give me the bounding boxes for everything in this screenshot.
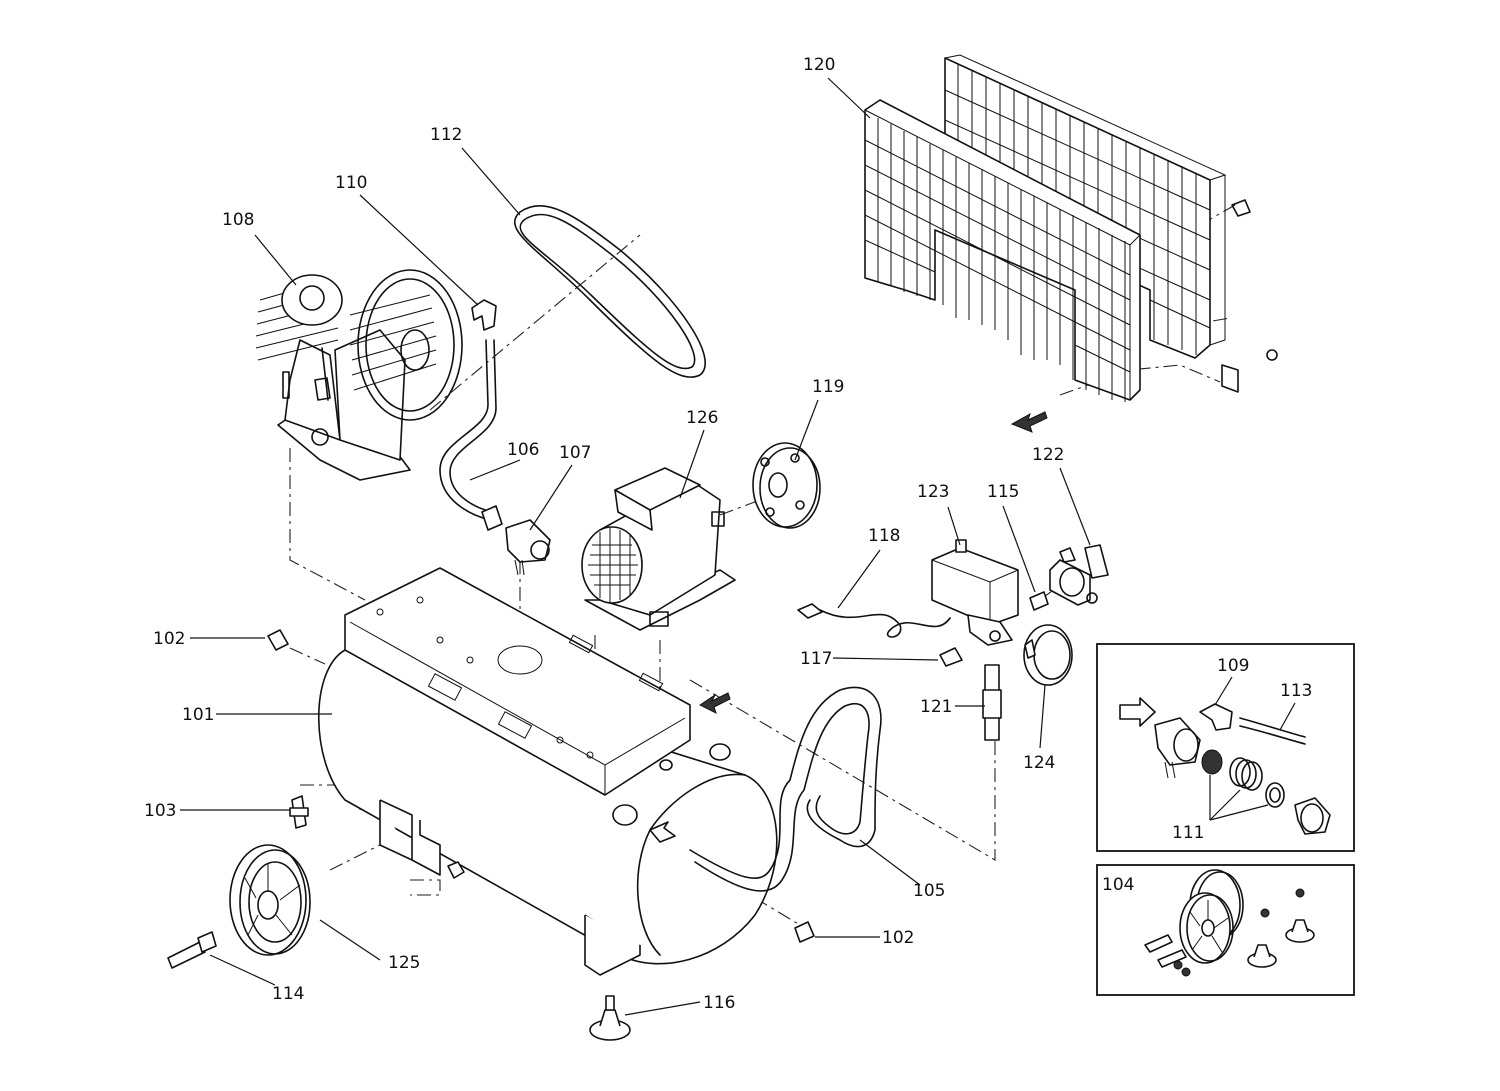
callout-106: 106 — [507, 440, 539, 460]
callout-118: 118 — [868, 526, 900, 546]
callout-102-bottom: 102 — [882, 928, 914, 948]
callout-105: 105 — [913, 881, 945, 901]
callout-112: 112 — [430, 125, 462, 145]
air-tank-101 — [317, 567, 778, 976]
callout-102-top: 102 — [153, 629, 185, 649]
motor-pulley-119 — [752, 442, 821, 529]
handle-105 — [689, 686, 882, 892]
callout-108: 108 — [222, 210, 254, 230]
electric-motor-126 — [581, 467, 736, 631]
leader-lines — [180, 77, 1296, 1016]
callout-116: 116 — [703, 993, 735, 1013]
power-cord-118 — [797, 603, 951, 638]
delivery-pipe-106 — [439, 339, 503, 531]
axle-bolt-114 — [167, 931, 217, 969]
callout-126: 126 — [686, 408, 718, 428]
callout-125: 125 — [388, 953, 420, 973]
connecting-pipe-121 — [982, 664, 1002, 741]
pressure-switch-123 — [931, 539, 1019, 646]
fitting-117 — [939, 647, 963, 667]
callout-107: 107 — [559, 443, 591, 463]
callout-103: 103 — [144, 801, 176, 821]
callout-122: 122 — [1032, 445, 1064, 465]
callout-120: 120 — [803, 55, 835, 75]
callout-121: 121 — [920, 697, 952, 717]
callout-114: 114 — [272, 984, 304, 1004]
callout-104: 104 — [1102, 875, 1134, 895]
check-valve-107 — [505, 519, 551, 576]
plug-102-top — [267, 629, 289, 651]
compressor-pump-108 — [255, 269, 463, 481]
pressure-gauge-124 — [1023, 624, 1073, 686]
callout-109: 109 — [1217, 656, 1249, 676]
drive-belt-112 — [513, 205, 706, 378]
callout-124: 124 — [1023, 753, 1055, 773]
callout-111: 111 — [1172, 823, 1204, 843]
rubber-foot-116 — [589, 995, 631, 1041]
check-valve-detail-box — [1096, 643, 1355, 852]
callout-113: 113 — [1280, 681, 1312, 701]
pressure-regulator-122 — [1049, 544, 1109, 606]
callout-labels: 120 112 110 108 119 126 106 107 122 123 … — [144, 55, 1312, 1013]
callout-115: 115 — [987, 482, 1019, 502]
drain-valve-103 — [289, 795, 309, 829]
wheel-kit-detail-box — [1096, 864, 1355, 996]
nut — [447, 861, 465, 879]
wheel-125 — [229, 844, 311, 956]
belt-guard-120 — [864, 54, 1278, 433]
callout-117: 117 — [800, 649, 832, 669]
callout-123: 123 — [917, 482, 949, 502]
plug-102-bottom — [794, 921, 815, 943]
callout-119: 119 — [812, 377, 844, 397]
callout-110: 110 — [335, 173, 367, 193]
nipple-115 — [1029, 591, 1049, 611]
elbow-fitting-110 — [471, 299, 497, 331]
callout-101: 101 — [182, 705, 214, 725]
